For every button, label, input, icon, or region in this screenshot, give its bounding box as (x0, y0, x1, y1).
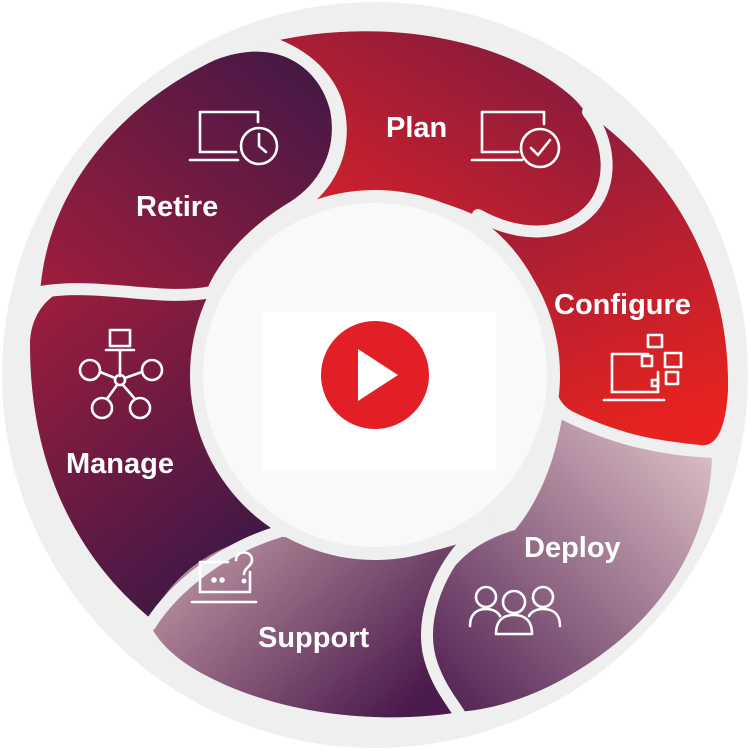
laptop-blocks-icon (602, 333, 683, 402)
play-icon (358, 349, 398, 401)
laptop-question-icon (190, 551, 258, 604)
segment-label-plan: Plan (386, 112, 447, 144)
segment-plan[interactable] (258, 31, 603, 233)
users-group-icon (468, 585, 562, 636)
laptop-check-icon (470, 110, 561, 169)
segment-label-retire: Retire (136, 191, 218, 223)
segment-manage[interactable] (30, 285, 275, 618)
segment-support[interactable] (150, 537, 470, 718)
play-button[interactable] (321, 321, 429, 429)
segment-label-configure: Configure (554, 289, 691, 321)
network-hub-icon (78, 328, 164, 420)
laptop-clock-icon (188, 110, 279, 166)
segment-label-deploy: Deploy (524, 532, 621, 564)
segment-deploy[interactable] (425, 418, 712, 712)
segment-label-support: Support (258, 622, 369, 654)
segment-dividers (34, 34, 721, 721)
segment-label-manage: Manage (66, 448, 174, 480)
